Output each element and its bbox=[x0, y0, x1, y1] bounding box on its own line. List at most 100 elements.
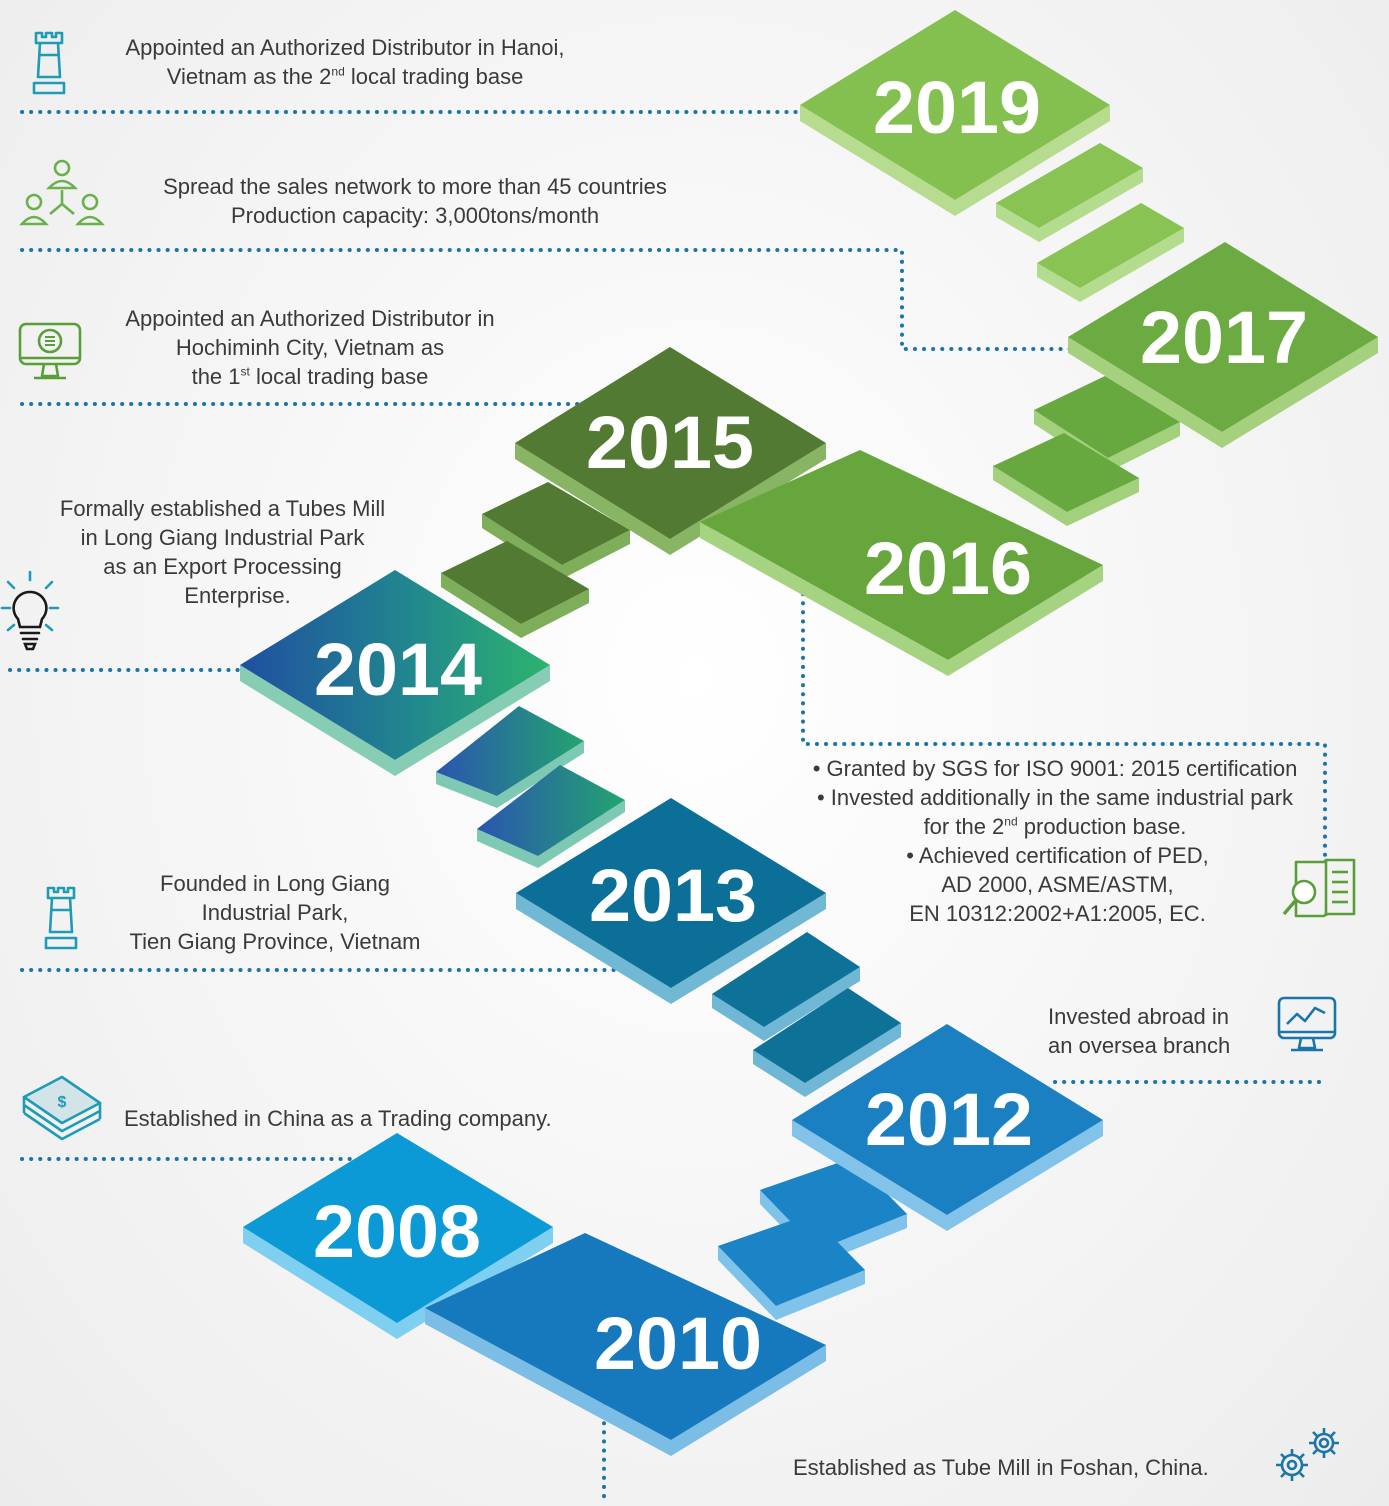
step-2017-b-left-face bbox=[993, 466, 1067, 526]
step-2019-b bbox=[1037, 203, 1184, 302]
milestone-2008-text: Established in China as a Trading compan… bbox=[124, 1104, 594, 1133]
step-2014-a bbox=[436, 706, 584, 808]
network-people-icon bbox=[19, 159, 105, 226]
milestone-2019-line2: Vietnam as the 2nd local trading base bbox=[166, 64, 524, 89]
gears-icon bbox=[1276, 1428, 1339, 1481]
document-search-icon bbox=[1282, 858, 1356, 918]
year-label-2008: 2008 bbox=[313, 1190, 481, 1273]
step-2012-b bbox=[718, 1214, 865, 1320]
lightbulb-icon bbox=[0, 570, 60, 651]
milestone-2014-text: Formally established a Tubes Mill in Lon… bbox=[40, 494, 405, 610]
tile-2014-left-face bbox=[240, 665, 395, 776]
milestone-2016-bullet-cont: EN 10312:2002+A1:2005, EC. bbox=[909, 901, 1206, 926]
milestone-2008-line1: Established in China as a Trading compan… bbox=[124, 1106, 552, 1131]
step-2014-b-left-face bbox=[477, 829, 538, 868]
tile-2012-left-face bbox=[792, 1120, 947, 1231]
step-2014-a-left-face bbox=[436, 772, 497, 808]
tile-2013-right-face bbox=[671, 893, 826, 1004]
year-label-2014: 2014 bbox=[314, 628, 482, 711]
step-2014-b-top-face bbox=[477, 765, 625, 856]
milestone-2014-line: as an Export Processing bbox=[103, 554, 342, 579]
step-2012-b-left-face bbox=[718, 1246, 776, 1320]
step-2015-b-left-face bbox=[441, 573, 521, 638]
tile-2010-left-face bbox=[425, 1308, 671, 1456]
year-label-2010: 2010 bbox=[594, 1302, 762, 1385]
step-2013-a-top-face bbox=[712, 932, 860, 1027]
tile-2008-top-face bbox=[243, 1133, 553, 1323]
tile-2012-right-face bbox=[947, 1120, 1103, 1231]
step-2019-a-top-face bbox=[996, 143, 1143, 228]
connector-steps bbox=[436, 143, 1184, 1320]
step-2015-b-right-face bbox=[521, 589, 589, 638]
leader-line-2016 bbox=[801, 583, 1327, 860]
tile-2016-right-face bbox=[948, 565, 1103, 676]
milestone-2015-text: Appointed an Authorized Distributor in H… bbox=[100, 304, 520, 391]
step-2013-b-top-face bbox=[753, 988, 901, 1083]
milestone-2015-line1: Appointed an Authorized Distributor in bbox=[125, 306, 495, 331]
tile-2012-top-face bbox=[792, 1024, 1103, 1215]
milestone-2016-text: • Granted by SGS for ISO 9001: 2015 cert… bbox=[790, 754, 1320, 928]
step-2017-a-right-face bbox=[1108, 422, 1180, 472]
step-2019-b-top-face bbox=[1037, 203, 1184, 288]
step-2012-b-right-face bbox=[776, 1270, 865, 1320]
year-label-2019: 2019 bbox=[873, 66, 1041, 149]
milestone-2014-line: Enterprise. bbox=[184, 583, 291, 608]
milestone-2015-line2: Hochiminh City, Vietnam as bbox=[175, 335, 445, 360]
milestone-2016-bullet: • Achieved certification of PED, bbox=[906, 843, 1209, 868]
step-2019-a-left-face bbox=[996, 203, 1039, 242]
milestone-2015-line3: the 1st local trading base bbox=[191, 364, 429, 389]
milestone-2013-text: Founded in Long Giang Industrial Park, T… bbox=[110, 869, 440, 956]
milestone-2013-line: Founded in Long Giang bbox=[160, 871, 390, 896]
step-2017-b bbox=[993, 433, 1139, 526]
milestone-2012-line: Invested abroad in bbox=[1048, 1004, 1230, 1029]
step-2012-b-top-face bbox=[718, 1214, 865, 1306]
tile-2015-left-face bbox=[515, 443, 670, 555]
chess-rook-icon bbox=[44, 886, 78, 950]
tile-2017 bbox=[1068, 242, 1378, 448]
tile-2017-right-face bbox=[1222, 337, 1378, 448]
step-2013-b-right-face bbox=[805, 1023, 901, 1097]
tile-2017-top-face bbox=[1068, 242, 1378, 432]
tile-2014-right-face bbox=[395, 665, 550, 776]
tile-2014 bbox=[240, 570, 550, 776]
tile-2010 bbox=[425, 1233, 826, 1456]
milestone-2014-line: in Long Giang Industrial Park bbox=[80, 525, 365, 550]
step-2017-a-top-face bbox=[1034, 376, 1180, 458]
monitor-coin-icon bbox=[18, 322, 82, 380]
year-label-2016: 2016 bbox=[864, 527, 1032, 610]
chess-rook-icon bbox=[32, 31, 66, 95]
step-2013-b-left-face bbox=[753, 1050, 805, 1097]
milestone-2016-bullet-cont: AD 2000, ASME/ASTM, bbox=[941, 872, 1174, 897]
milestone-2016-bullet-cont: for the 2nd production base. bbox=[923, 814, 1187, 839]
year-label-2013: 2013 bbox=[589, 854, 757, 937]
milestone-2017-line1: Spread the sales network to more than 45… bbox=[163, 174, 667, 199]
milestone-2016-bullet: • Invested additionally in the same indu… bbox=[816, 785, 1294, 810]
step-2015-b-top-face bbox=[441, 541, 589, 624]
step-2014-a-right-face bbox=[497, 741, 584, 808]
tile-2012 bbox=[792, 1024, 1103, 1231]
leader-line-2017 bbox=[20, 248, 1077, 351]
step-2019-a bbox=[996, 143, 1143, 242]
tile-2019 bbox=[800, 10, 1110, 216]
milestone-2017-text: Spread the sales network to more than 45… bbox=[120, 172, 710, 230]
milestone-2014-line: Formally established a Tubes Mill bbox=[59, 496, 386, 521]
step-2019-b-left-face bbox=[1037, 263, 1080, 302]
tile-2016-left-face bbox=[700, 522, 948, 676]
tile-2019-left-face bbox=[800, 105, 955, 216]
tile-2010-right-face bbox=[671, 1345, 826, 1456]
tile-2017-left-face bbox=[1068, 337, 1222, 448]
tile-2014-top-face bbox=[240, 570, 550, 760]
svg-text:$: $ bbox=[58, 1094, 67, 1111]
milestone-2017-line2: Production capacity: 3,000tons/month bbox=[230, 203, 600, 228]
step-2013-b bbox=[753, 988, 901, 1097]
step-2014-b bbox=[477, 765, 625, 868]
step-2019-a-right-face bbox=[1039, 168, 1143, 242]
money-stack-icon: $ bbox=[22, 1075, 102, 1141]
tile-2008-left-face bbox=[243, 1227, 397, 1339]
step-2014-a-top-face bbox=[436, 706, 584, 796]
milestone-2019-line1: Appointed an Authorized Distributor in H… bbox=[125, 35, 565, 60]
tile-2016-top-face bbox=[700, 450, 1103, 660]
tile-2019-right-face bbox=[955, 105, 1110, 216]
dotted-leader-lines bbox=[8, 110, 1327, 1502]
milestone-2012-text: Invested abroad in an oversea branch bbox=[1048, 1002, 1268, 1060]
